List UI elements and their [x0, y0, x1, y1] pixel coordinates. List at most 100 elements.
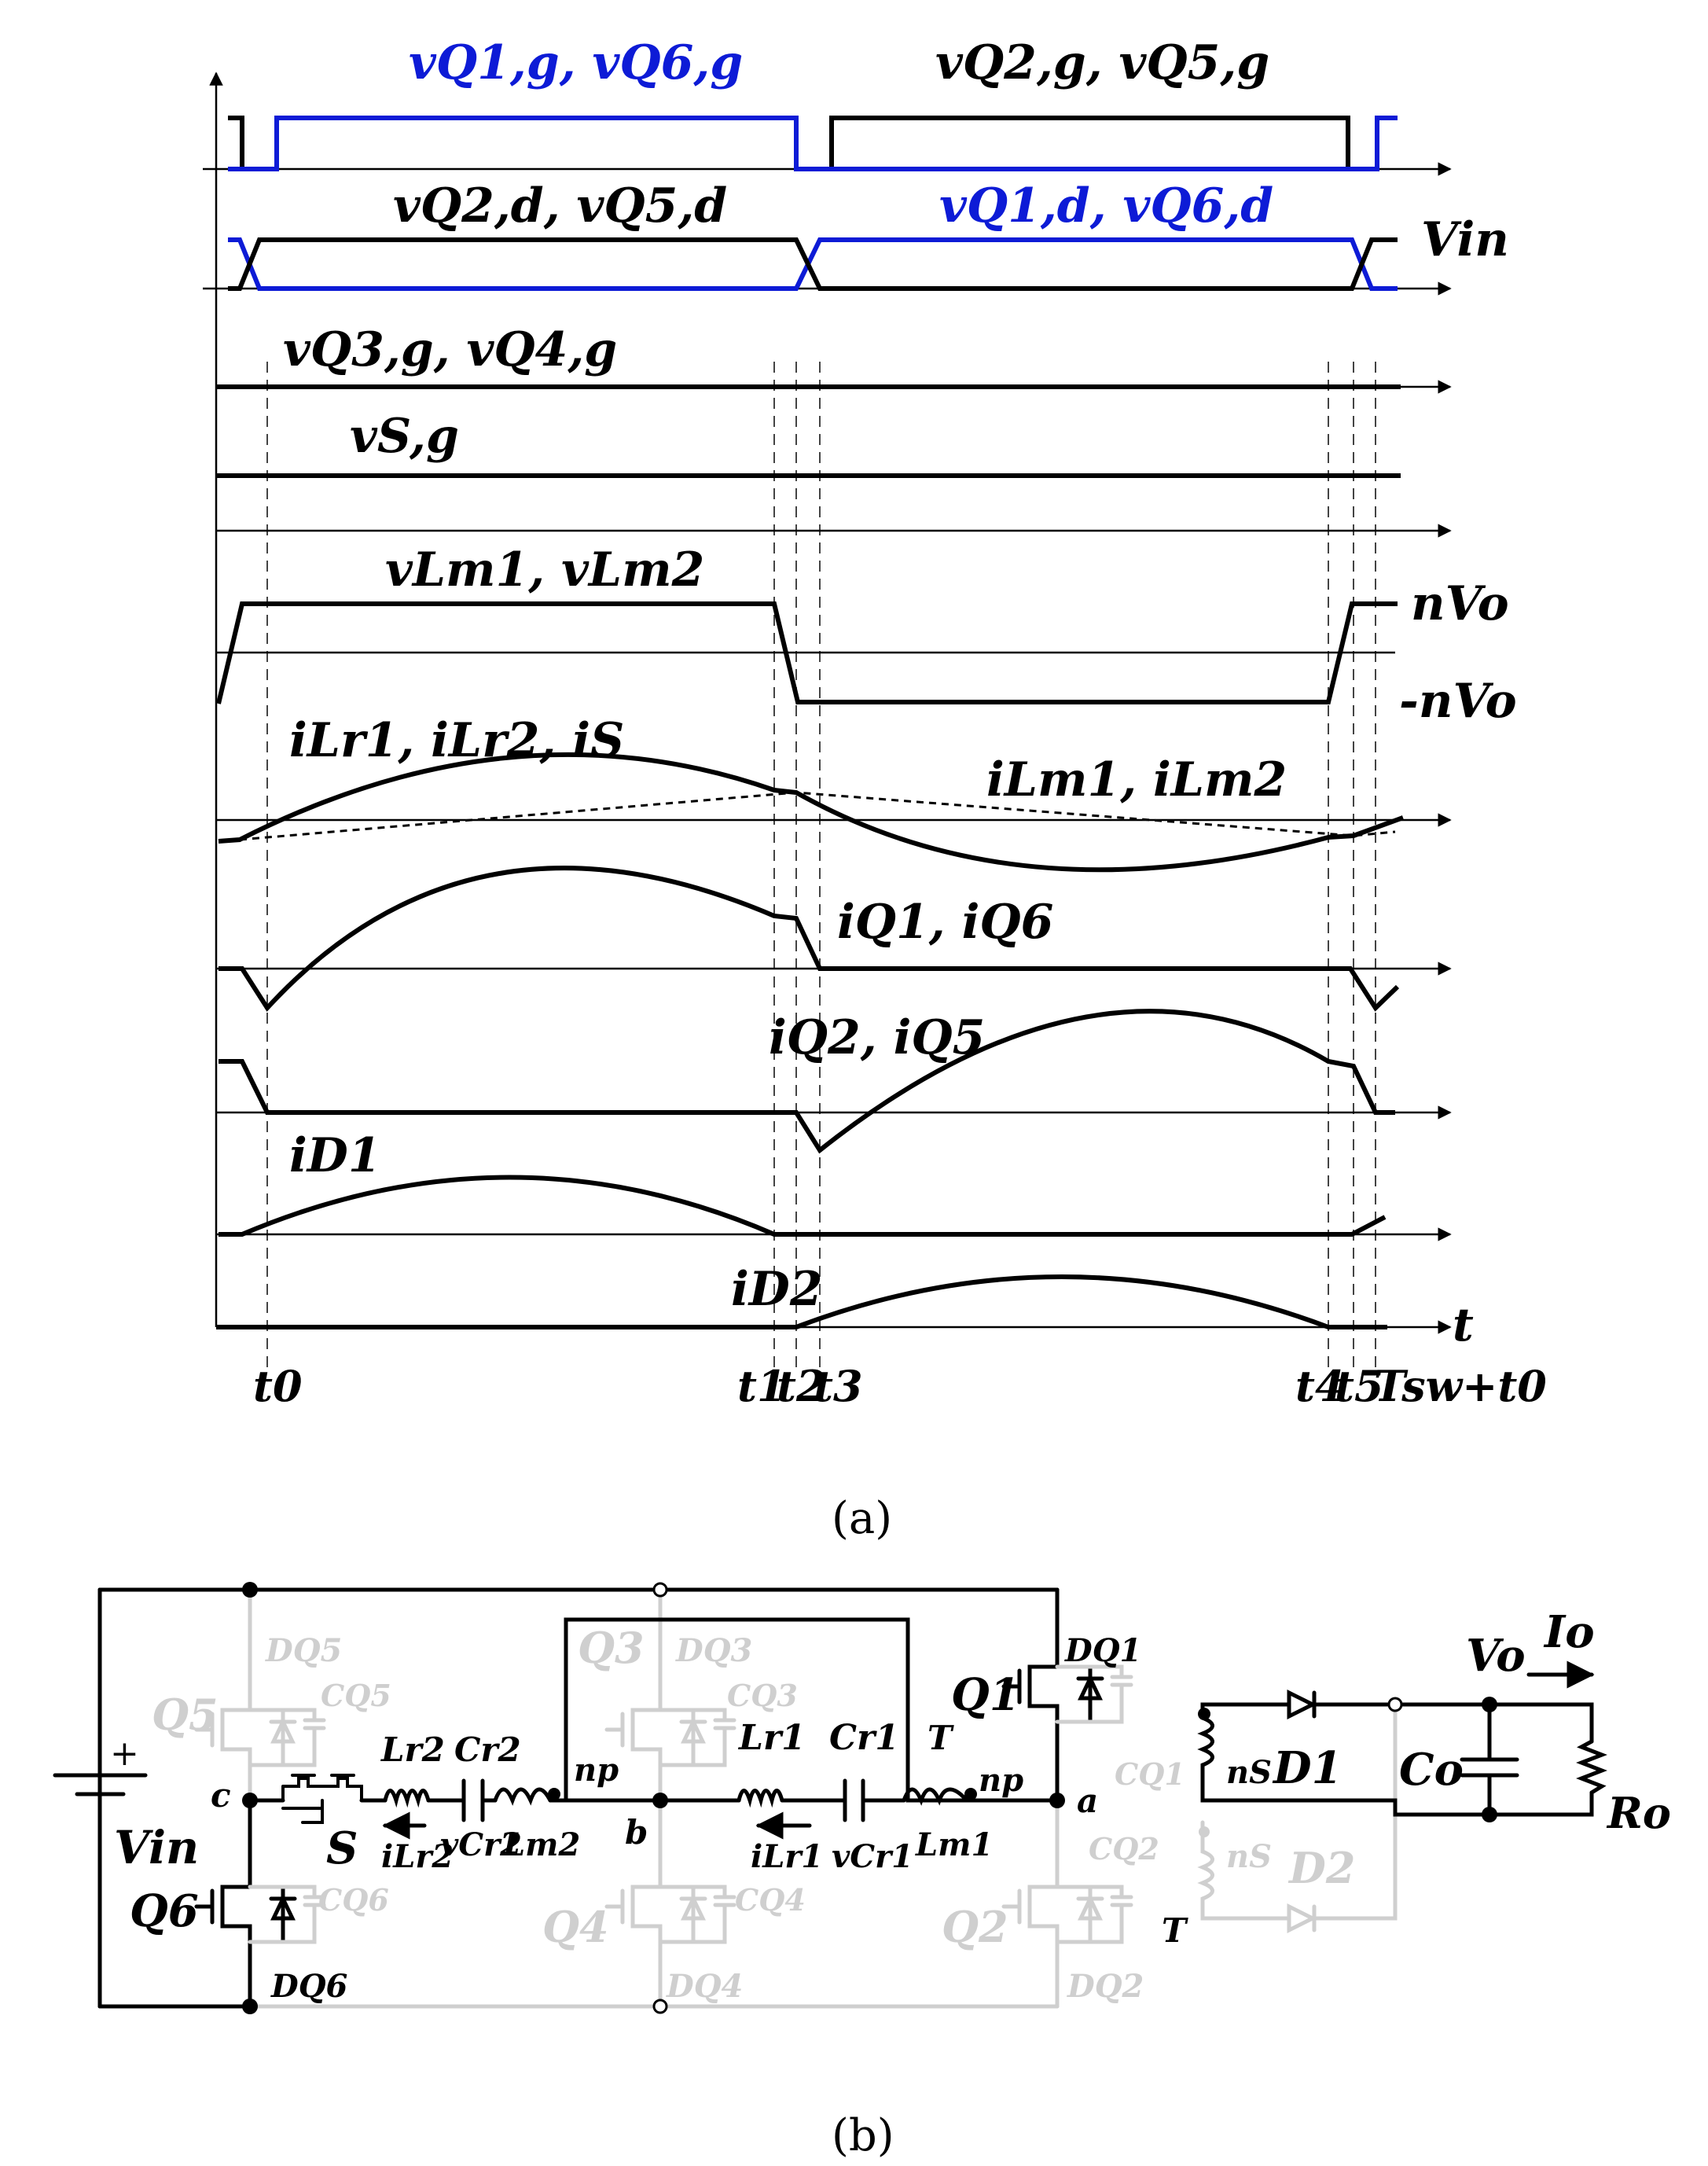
label-node-c: c [211, 1776, 231, 1815]
transistor-q6 [194, 1869, 326, 1944]
wave-ilm [239, 791, 1396, 841]
label-drain-q2-q5: vQ2,d, vQ5,d [393, 178, 727, 234]
node-co-bottom [1482, 1807, 1497, 1822]
node-bottom-mid [652, 1999, 668, 2014]
label-dq1: DQ1 [1064, 1632, 1141, 1669]
transistor-q4 [604, 1869, 736, 1944]
label-cq6: CQ6 [318, 1882, 389, 1918]
wave-vq2d-vq5d [228, 237, 1398, 291]
node-top-left [242, 1582, 258, 1598]
tick-t0: t0 [253, 1361, 303, 1411]
label-gate-q2-q5: vQ2,g, vQ5,g [935, 35, 1269, 90]
label-ilr: iLr1, iLr2, iS [289, 713, 624, 768]
label-s: S [326, 1822, 358, 1874]
label-vlm: vLm1, vLm2 [385, 542, 704, 598]
circuit-nodes [242, 1582, 1497, 2014]
label-cq4: CQ4 [735, 1882, 806, 1918]
secondary-inactive [1197, 1702, 1398, 1934]
dot-lm2 [548, 1788, 560, 1800]
label-vin: Vin [114, 1821, 199, 1874]
caption-a: (a) [832, 1493, 892, 1544]
time-dashes [266, 362, 1376, 1368]
tick-t3: t3 [814, 1361, 863, 1411]
label-vo: Vo [1466, 1630, 1526, 1682]
dot-ns1 [1198, 1708, 1210, 1720]
resistor-ro [1576, 1739, 1607, 1795]
label-q3: Q3 [578, 1623, 645, 1673]
wave-vlm [216, 601, 1398, 704]
inductor-lm2 [493, 1787, 553, 1806]
label-iq2-iq5: iQ2, iQ5 [769, 1010, 985, 1065]
label-ns2: nS [1226, 1838, 1272, 1875]
battery-vin [53, 1587, 148, 2009]
label-vin-level: Vin [1421, 212, 1509, 267]
transistor-q5 [194, 1692, 326, 1767]
label-cr1: Cr1 [829, 1718, 899, 1758]
transistor-q3 [604, 1692, 736, 1767]
label-q2: Q2 [942, 1902, 1008, 1952]
wire-d2-out [1312, 1702, 1398, 1921]
label-lm2: Lm2 [502, 1826, 580, 1863]
secondary-winding-ns1 [1197, 1702, 1291, 1787]
inductor-lr1 [736, 1789, 784, 1808]
label-gate-s: vS,g [350, 409, 459, 464]
label-cq5: CQ5 [321, 1678, 391, 1713]
capacitor-co [1460, 1702, 1519, 1817]
label-cq3: CQ3 [727, 1678, 798, 1713]
tick-t2: t2 [777, 1361, 826, 1411]
label-q4: Q4 [542, 1902, 609, 1952]
hollow-nodes [652, 1582, 1403, 2014]
time-tick-labels: t0 t1 t2 t3 t4 t5 Tsw+t0 [253, 1361, 1547, 1411]
label-id2: iD2 [731, 1262, 823, 1317]
node-b [652, 1793, 668, 1808]
label-np1: np [979, 1762, 1023, 1799]
caption-b: (b) [832, 2110, 894, 2161]
label-q5: Q5 [152, 1690, 219, 1740]
secondary-active [1197, 1660, 1607, 1817]
label-d1: D1 [1272, 1742, 1343, 1794]
transistor-q1 [1001, 1649, 1133, 1724]
label-np2: np [574, 1752, 619, 1789]
label-dq2: DQ2 [1067, 1968, 1144, 2005]
resonant-tank-2 [383, 1778, 553, 1822]
diode-d2 [1287, 1903, 1317, 1934]
label-gate-q1-q6: vQ1,g, vQ6,g [409, 35, 743, 90]
resonant-tank-1 [736, 1778, 969, 1822]
node-co-top [1482, 1697, 1497, 1712]
label-pos-nvo: nVo [1411, 576, 1509, 631]
waveform-labels: vQ1,g, vQ6,g vQ2,g, vQ5,g vQ2,d, vQ5,d v… [283, 35, 1517, 1351]
label-ilr1: iLr1 [751, 1838, 823, 1875]
wave-vq1g-vq6g [228, 116, 1398, 171]
circuit-labels: + Vin c b a Q1 DQ1 CQ1 Q2 DQ2 CQ2 Q3 DQ3… [110, 1606, 1671, 2005]
label-node-b: b [625, 1813, 648, 1852]
label-cq1: CQ1 [1115, 1756, 1185, 1792]
dot-lm1 [964, 1788, 977, 1800]
label-cr2: Cr2 [454, 1730, 521, 1769]
label-plus: + [110, 1734, 139, 1774]
label-vcr1: vCr1 [832, 1838, 913, 1875]
capacitor-cr1 [843, 1778, 865, 1822]
label-vcr2: vCr2 [440, 1826, 522, 1863]
label-d2: D2 [1287, 1843, 1355, 1893]
label-ilr2: iLr2 [381, 1838, 454, 1875]
timing-diagram: vQ1,g, vQ6,g vQ2,g, vQ5,g vQ2,d, vQ5,d v… [203, 35, 1547, 1544]
label-t-bot: T [1162, 1911, 1188, 1950]
node-out-sec [1387, 1697, 1403, 1712]
switch-s [281, 1774, 363, 1824]
label-drain-q1-q6: vQ1,d, vQ6,d [939, 178, 1273, 234]
label-cq2: CQ2 [1089, 1831, 1159, 1866]
label-iq1-iq6: iQ1, iQ6 [837, 895, 1053, 950]
inductor-lr2 [383, 1789, 431, 1808]
tick-t5: t5 [1335, 1361, 1384, 1411]
label-dq6: DQ6 [270, 1968, 347, 2005]
dot-ns2 [1199, 1826, 1210, 1837]
circuit-schematic: + Vin c b a Q1 DQ1 CQ1 Q2 DQ2 CQ2 Q3 DQ3… [53, 1582, 1671, 2161]
label-gate-q3-q4: vQ3,g, vQ4,g [283, 322, 617, 377]
diode-d1 [1287, 1689, 1317, 1720]
transistor-q2 [1001, 1869, 1133, 1944]
wave-id1 [219, 1175, 1387, 1237]
label-dq4: DQ4 [666, 1968, 743, 2005]
label-co: Co [1399, 1744, 1464, 1796]
label-q1: Q1 [951, 1669, 1020, 1721]
wave-iq1-iq6 [219, 866, 1400, 1012]
